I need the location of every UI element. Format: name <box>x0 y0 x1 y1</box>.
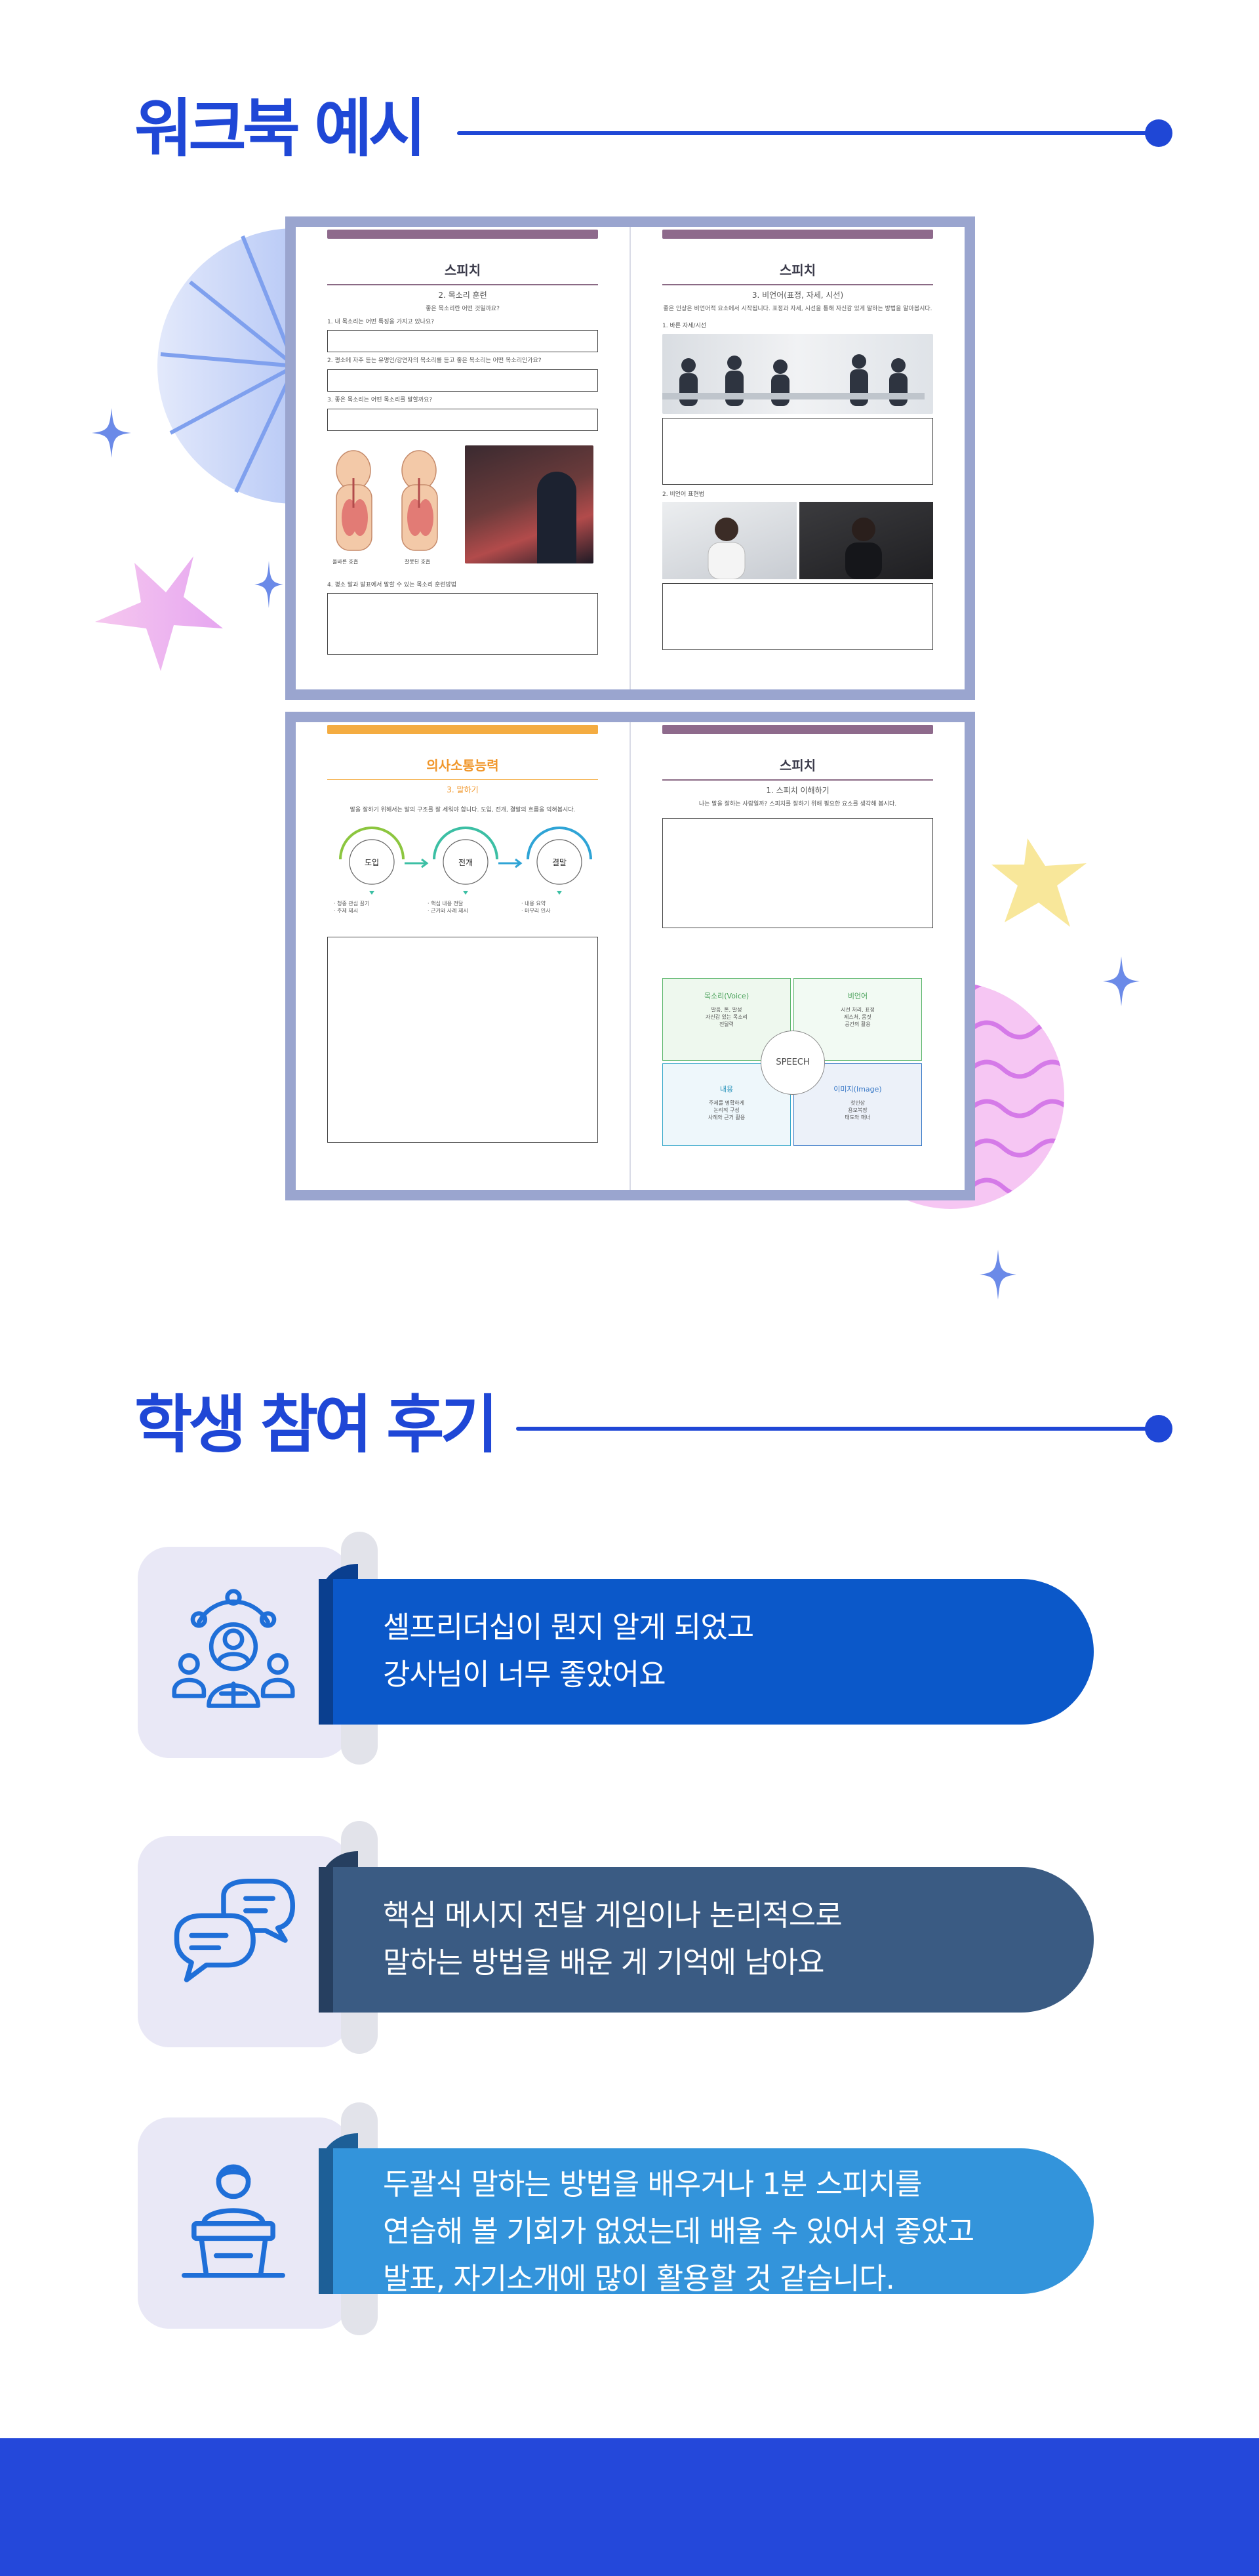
people-meeting-image <box>662 354 925 407</box>
diagram-caption: 잘못된 호흡 <box>405 558 431 565</box>
review-band <box>319 1867 1094 2013</box>
flow-step-body: 전개 <box>458 857 473 867</box>
flow-note: · 핵심 내용 전달 · 근거와 사례 제시 <box>428 900 468 914</box>
page-top-bar <box>662 230 933 239</box>
workbook-spread-2: 의사소통능력 3. 말하기 말을 잘하기 위해서는 말의 구조를 잘 세워야 합… <box>285 712 975 1200</box>
review-band <box>319 1579 1094 1725</box>
speaker-audience-photo <box>465 445 593 563</box>
page-title: 스피치 <box>779 758 816 773</box>
page-subtitle: 2. 목소리 훈련 <box>438 291 487 300</box>
answer-box <box>327 936 598 1143</box>
breathing-diagram: 올바른 호흡 잘못된 호흡 <box>327 445 598 577</box>
page-top-bar <box>662 725 933 734</box>
review-text: 핵심 메시지 전달 게임이나 논리적으로 말하는 방법을 배운 게 기억에 남아… <box>383 1898 843 1980</box>
workbook-spread-1: 스피치 2. 목소리 훈련 좋은 목소리란 어떤 것일까요? 1. 내 목소리는… <box>285 216 975 700</box>
pink-star-decoration <box>95 556 223 671</box>
question-2: 2. 비언어 표현법 <box>662 491 704 499</box>
answer-box <box>662 817 933 928</box>
reviews-title-dot <box>1145 1415 1172 1442</box>
sparkle-icon <box>92 408 131 458</box>
page-lead: 좋은 인상은 비언어적 요소에서 시작됩니다. 표정과 자세, 시선을 통해 자… <box>663 306 932 312</box>
flow-step-conclusion: 결말 <box>551 857 567 867</box>
page-lead: 말을 잘하기 위해서는 말의 구조를 잘 세워야 합니다. 도입, 전개, 결말… <box>350 807 576 813</box>
footer-bar <box>0 2438 1259 2576</box>
workbook-title-dot <box>1145 119 1172 147</box>
yellow-star-decoration <box>991 838 1087 927</box>
page-title-rule <box>327 779 598 780</box>
page-title: 의사소통능력 <box>426 758 499 773</box>
sparkle-icon <box>1103 956 1140 1006</box>
reviews-section-title: 학생 참여 후기 <box>134 1388 498 1462</box>
workbook-page-voice: 스피치 2. 목소리 훈련 좋은 목소리란 어떤 것일까요? 1. 내 목소리는… <box>296 227 630 689</box>
page-subtitle: 3. 말하기 <box>447 785 479 794</box>
quad-title: 이미지(Image) <box>833 1084 882 1094</box>
quad-title: 내용 <box>719 1084 734 1094</box>
review-band-edge <box>319 2148 333 2294</box>
question-2: 2. 평소에 자주 듣는 유명인/강연자의 목소리를 듣고 좋은 목소리는 어떤… <box>327 358 542 365</box>
answer-box <box>327 408 598 431</box>
question-3: 3. 좋은 목소리는 어떤 목소리를 말할까요? <box>327 397 433 404</box>
question-4: 4. 평소 말과 발표에서 말할 수 있는 목소리 훈련방법 <box>327 581 457 588</box>
answer-box <box>662 583 933 651</box>
flow-arrows <box>339 826 592 895</box>
gesture-photo-2 <box>799 502 933 580</box>
leadership-team-icon <box>172 1589 295 1708</box>
sparkle-icon <box>254 561 283 608</box>
quad-content: 내용 주제를 명확하게 논리적 구성 사례와 근거 활용 <box>662 1063 791 1146</box>
gesture-photos <box>662 502 933 580</box>
meeting-photo <box>662 334 933 415</box>
page-lead: 좋은 목소리란 어떤 것일까요? <box>426 306 500 312</box>
question-1: 1. 바른 자세/시선 <box>662 322 707 329</box>
respiratory-diagram-image <box>336 450 438 551</box>
diagram-caption: 올바른 호흡 <box>332 558 359 565</box>
review-band <box>319 2148 1094 2294</box>
review-text: 두괄식 말하는 방법을 배우거나 1분 스피치를 연습해 볼 기회가 없었는데 … <box>383 2167 974 2296</box>
page-title: 스피치 <box>779 262 816 278</box>
quad-title: 목소리(Voice) <box>704 991 749 1000</box>
page-subtitle: 3. 비언어(표정, 자세, 시선) <box>751 291 844 300</box>
speech-elements-diagram: 목소리(Voice) 발음, 톤, 발성 자신감 있는 목소리 전달력 비언어 … <box>662 977 933 1150</box>
review-text: 셀프리더십이 뭔지 알게 되었고 강사님이 너무 좋았어요 <box>383 1610 754 1692</box>
gesture-photo-1 <box>662 502 797 580</box>
workbook-title-line <box>457 131 1152 135</box>
page-subtitle: 1. 스피치 이해하기 <box>766 786 829 795</box>
sparkle-icon <box>980 1250 1016 1299</box>
flow-step-intro: 도입 <box>364 857 380 867</box>
reviews-title-line <box>516 1427 1152 1431</box>
quad-body: 발음, 톤, 발성 자신감 있는 목소리 전달력 <box>706 1006 748 1027</box>
workbook-section-title: 워크북 예시 <box>134 92 426 165</box>
review-band-edge <box>319 1579 333 1725</box>
radial-fan-decoration <box>157 228 297 504</box>
page-title-rule <box>662 284 933 285</box>
workbook-page-nonverbal: 스피치 3. 비언어(표정, 자세, 시선) 좋은 인상은 비언어적 요소에서 … <box>630 227 965 689</box>
page-top-bar <box>327 230 598 239</box>
speech-flow-diagram: 도입 전개 결말 · 청중 관심 끌기 · 주제 제시 · 핵심 내용 전달 ·… <box>327 821 598 933</box>
page-title-rule <box>662 779 933 781</box>
answer-box <box>327 593 598 655</box>
quad-body: 첫인상 용모복장 태도와 매너 <box>845 1099 871 1120</box>
workbook-page-communication: 의사소통능력 3. 말하기 말을 잘하기 위해서는 말의 구조를 잘 세워야 합… <box>296 722 630 1190</box>
page-title-rule <box>327 284 598 285</box>
quad-body: 시선 처리, 표정 제스처, 몸짓 공간의 활용 <box>841 1006 875 1027</box>
question-1: 1. 내 목소리는 어떤 특징을 가지고 있나요? <box>327 318 435 325</box>
quad-body: 주제를 명확하게 논리적 구성 사례와 근거 활용 <box>708 1099 746 1120</box>
flow-note: · 청중 관심 끌기 · 주제 제시 <box>334 900 370 914</box>
review-icon-tile <box>138 1547 351 1758</box>
review-band-edge <box>319 1867 333 2013</box>
answer-box <box>327 369 598 392</box>
speaker-podium-icon <box>182 2164 285 2278</box>
page-lead: 나는 말을 잘하는 사람일까? 스피치를 잘하기 위해 필요한 요소를 생각해 … <box>698 801 897 808</box>
quad-title: 비언어 <box>847 991 868 1000</box>
speech-center-label: SPEECH <box>761 1030 825 1095</box>
flow-note: · 내용 요약 · 마무리 인사 <box>521 900 551 914</box>
workbook-page-speech: 스피치 1. 스피치 이해하기 나는 말을 잘하는 사람일까? 스피치를 잘하기… <box>630 722 965 1190</box>
page-top-bar <box>327 725 598 734</box>
answer-box <box>327 330 598 353</box>
chat-bubbles-icon <box>174 1879 295 1982</box>
page-title: 스피치 <box>444 262 481 278</box>
answer-box <box>662 418 933 485</box>
